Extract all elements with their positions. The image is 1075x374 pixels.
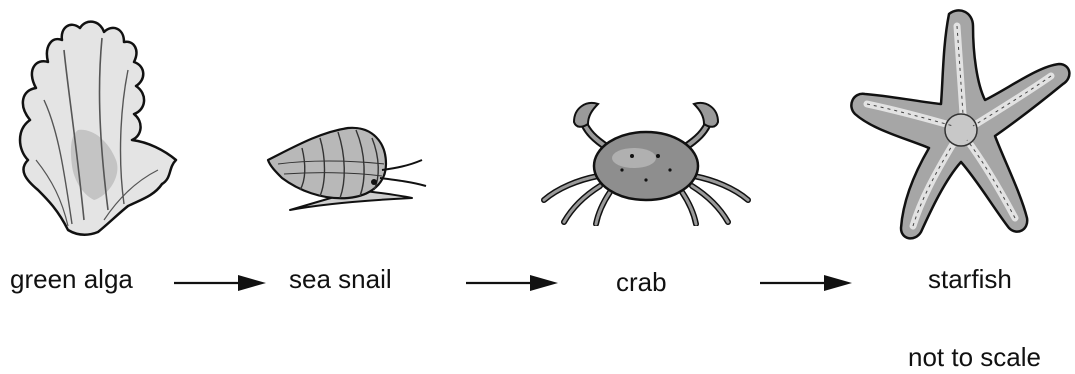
green-alga-label: green alga <box>10 266 133 292</box>
arrow-alga-to-snail <box>172 272 268 294</box>
scale-note: not to scale <box>908 344 1041 370</box>
starfish-label: starfish <box>928 266 1012 292</box>
arrow-crab-to-starfish <box>758 272 854 294</box>
sea-snail-label: sea snail <box>289 266 392 292</box>
sea-snail-icon <box>262 120 430 220</box>
crab-icon <box>538 96 754 226</box>
arrow-snail-to-crab <box>464 272 560 294</box>
starfish-icon <box>845 4 1075 246</box>
crab-label: crab <box>616 269 667 295</box>
green-alga-icon <box>8 10 188 240</box>
